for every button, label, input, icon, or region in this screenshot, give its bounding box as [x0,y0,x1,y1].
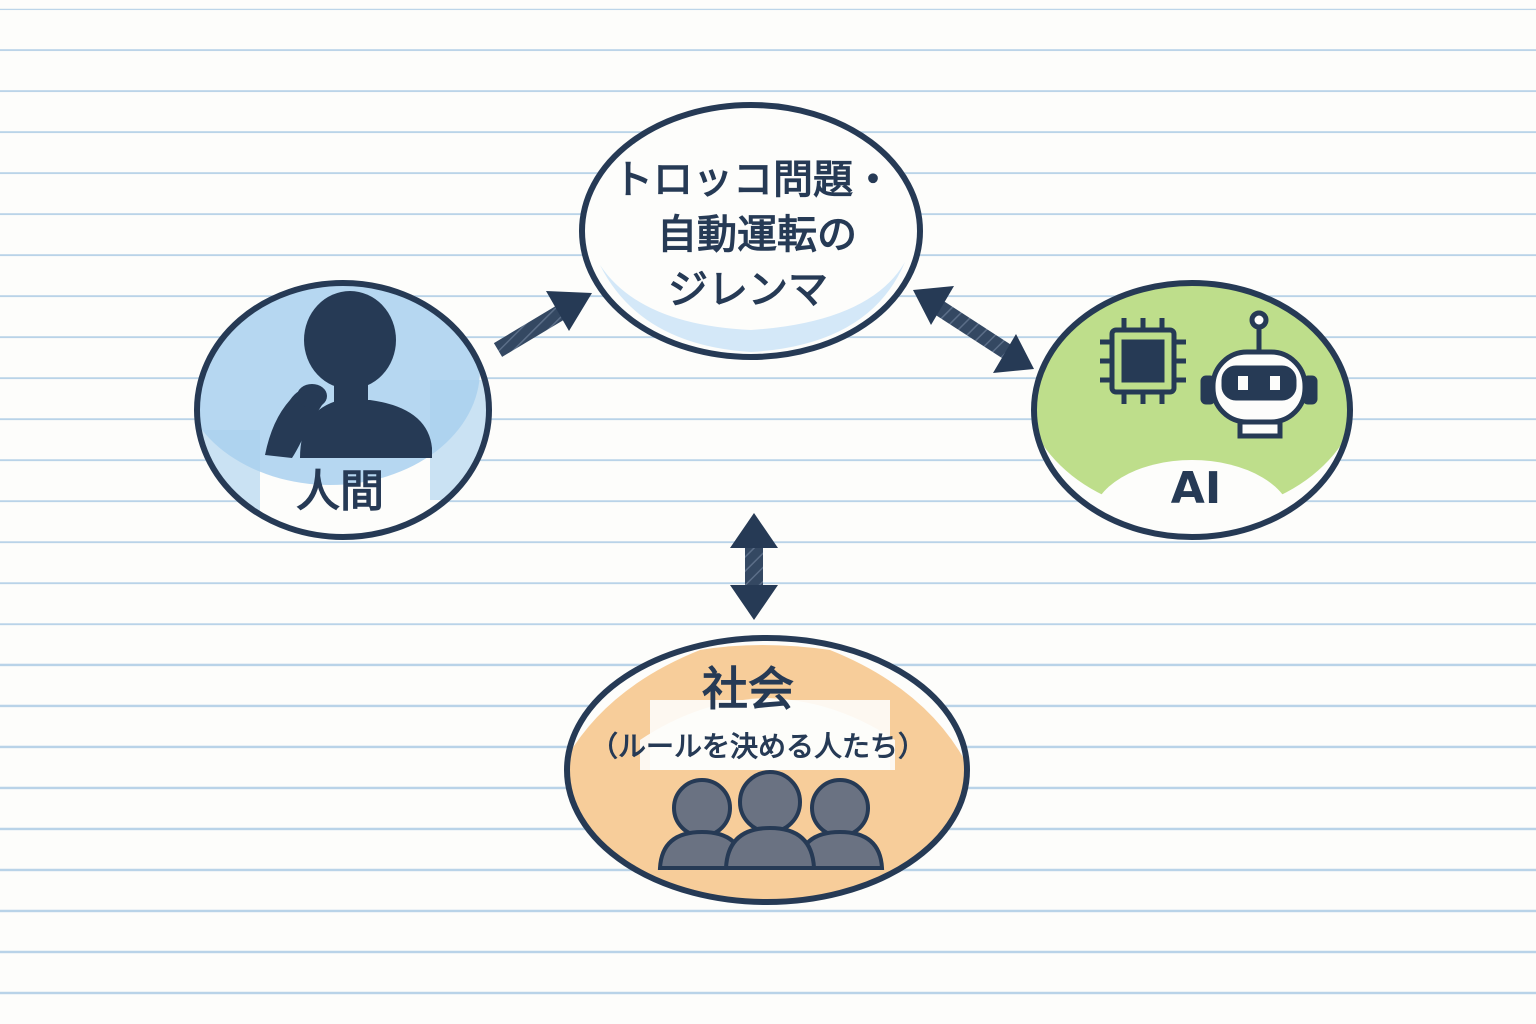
center-title-line-2: 自動運転の [657,212,857,258]
ai-label: AI [1171,463,1221,514]
society-node: 社会 （ルールを決める人たち） [564,635,970,905]
society-subtitle: （ルールを決める人たち） [590,730,926,763]
human-node: 人間 [194,280,492,540]
thinking-person-icon [265,291,432,458]
robot-icon [1200,310,1318,439]
center-title-line-3: ジレンマ [668,267,828,313]
human-label: 人間 [296,466,384,517]
chip-icon [1100,318,1186,404]
arrow-center-society-bidirectional [730,513,778,620]
society-title: 社会 [702,662,794,716]
arrow-human-to-center [493,291,592,357]
ai-node: AI [1031,280,1353,540]
center-title-line-1: トロッコ問題・ [613,157,893,203]
group-of-people-icon [657,770,885,870]
arrow-center-ai-bidirectional [913,286,1034,373]
center-node: トロッコ問題・ 自動運転の ジレンマ [579,102,923,360]
